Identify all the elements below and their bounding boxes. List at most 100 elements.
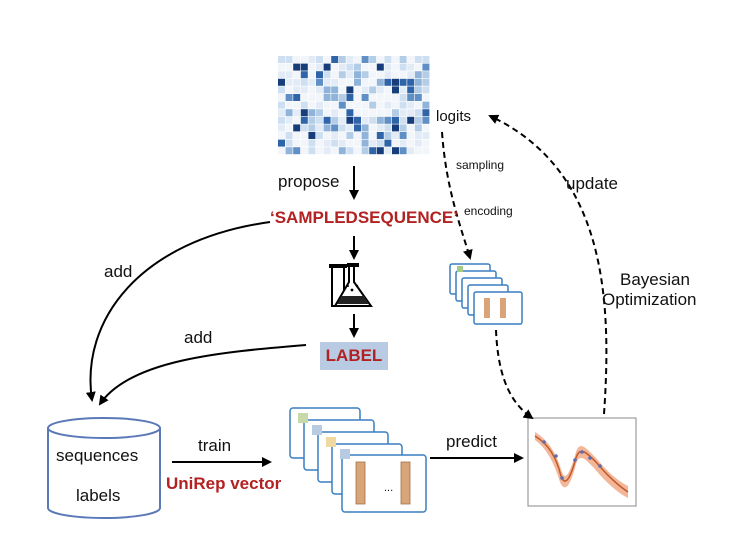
lab-flask-icon [329,263,373,307]
heatmap-cell [346,56,354,63]
heatmap-cell [331,94,339,101]
heatmap-cell [399,109,407,117]
heatmap-cell [361,109,369,117]
heatmap-cell [300,116,308,124]
heatmap-cell [316,109,323,117]
heatmap-cell [361,63,369,71]
heatmap-cell [361,94,369,101]
add-bottom-label: add [184,328,213,347]
heatmap-cell [316,147,323,155]
heatmap-cell [399,116,407,124]
heatmap-cell [316,86,323,94]
sampled-sequence-text: ‘SAMPLEDSEQUENCE’ [270,208,458,227]
heatmap-cell [308,63,316,71]
heatmap-cell [422,71,430,79]
heatmap-cell [384,132,392,139]
heatmap-cell [308,109,316,117]
heatmap-cell [376,63,384,71]
heatmap-cell [300,63,308,71]
heatmap-cell [422,132,430,139]
heatmap-cell [346,101,354,109]
heatmap-cell [278,86,285,94]
heatmap-cell [376,78,384,86]
heatmap-cell [369,71,377,79]
heatmap-cell [414,124,422,132]
heatmap-cell [346,109,354,117]
heatmap-cell [323,101,331,109]
logits-heatmap [278,56,430,155]
heatmap-cell [392,147,399,155]
unirep-model-stack: ... [289,407,427,513]
heatmap-cell [338,86,346,94]
heatmap-cell [316,132,323,139]
heatmap-cell [300,132,308,139]
heatmap-cell [308,56,316,63]
heatmap-cell [422,101,430,109]
heatmap-cell [316,94,323,101]
heatmap-cell [278,109,285,117]
heatmap-cell [369,86,377,94]
heatmap-cell [323,63,331,71]
heatmap-cell [361,124,369,132]
heatmap-cell [361,56,369,63]
heatmap-cell [331,109,339,117]
heatmap-cell [376,109,384,117]
heatmap-cell [300,71,308,79]
sampling-label: sampling [456,158,505,172]
heatmap-cell [354,78,361,86]
heatmap-cell [323,56,331,63]
heatmap-cell [422,94,430,101]
heatmap-cell [338,63,346,71]
heatmap-cell [316,101,323,109]
heatmap-cell [414,139,422,147]
heatmap-cell [369,116,377,124]
heatmap-cell [384,63,392,71]
heatmap-cell [285,56,293,63]
heatmap-cell [354,94,361,101]
heatmap-cell [399,139,407,147]
heatmap-cell [338,124,346,132]
label-text: LABEL [325,346,383,365]
heatmap-cell [354,101,361,109]
heatmap-cell [384,56,392,63]
heatmap-cell [354,56,361,63]
heatmap-cell [338,101,346,109]
heatmap-cell [316,63,323,71]
heatmap-cell [300,101,308,109]
heatmap-cell [384,101,392,109]
heatmap-cell [285,86,293,94]
add-top-arrow [85,221,271,402]
heatmap-cell [399,132,407,139]
heatmap-cell [407,116,415,124]
heatmap-cell [331,132,339,139]
heatmap-cell [293,63,301,71]
heatmap-cell [308,101,316,109]
heatmap-cell [316,139,323,147]
heatmap-cell [407,101,415,109]
heatmap-cell [407,124,415,132]
heatmap-cell [300,139,308,147]
heatmap-cell [354,124,361,132]
heatmap-cell [331,147,339,155]
heatmap-cell [323,94,331,101]
heatmap-cell [422,56,430,63]
heatmap-cell [278,139,285,147]
heatmap-cell [293,139,301,147]
heatmap-cell [354,147,361,155]
heatmap-cell [399,101,407,109]
heatmap-cell [308,147,316,155]
heatmap-cell [414,78,422,86]
heatmap-cell [369,56,377,63]
heatmap-cell [285,101,293,109]
heatmap-cell [331,86,339,94]
heatmap-cell [422,86,430,94]
heatmap-cell [414,94,422,101]
heatmap-cell [376,101,384,109]
heatmap-cell [293,94,301,101]
update-arrow [488,114,608,415]
heatmap-cell [422,124,430,132]
heatmap-cell [422,147,430,155]
heatmap-cell [338,147,346,155]
heatmap-cell [323,139,331,147]
heatmap-cell [278,63,285,71]
